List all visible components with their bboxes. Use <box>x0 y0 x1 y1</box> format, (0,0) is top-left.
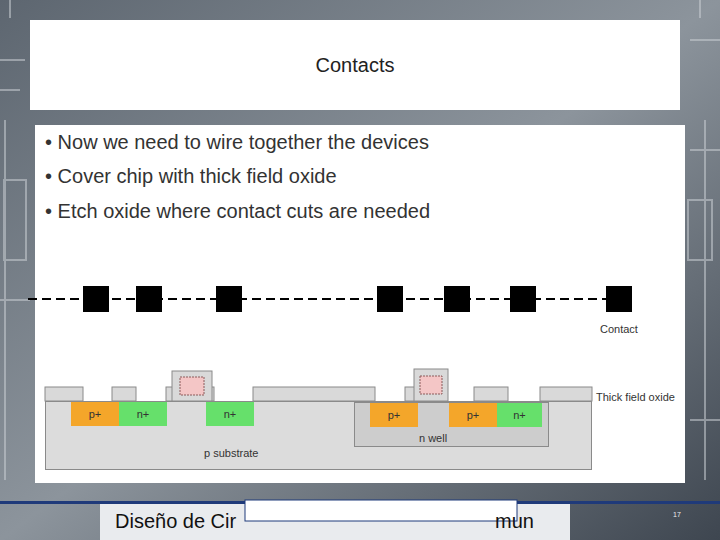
page-number: 17 <box>673 511 681 518</box>
footer-text: Diseño de Cir <box>115 510 236 533</box>
region-label: p+ <box>467 409 480 421</box>
legend-label: Thick field oxide <box>596 391 675 403</box>
content-panel: • Now we need to wire together the devic… <box>35 125 685 483</box>
n-diffusion: n+ <box>497 403 542 427</box>
region-label: p+ <box>388 409 401 421</box>
region-label: p+ <box>89 408 102 420</box>
region-label: n well <box>419 432 447 444</box>
p-diffusion: p+ <box>370 403 418 427</box>
legend-label: Contact <box>600 323 638 335</box>
title-panel: Contacts <box>30 20 680 110</box>
bullet-text: • Etch oxide where contact cuts are need… <box>45 200 430 223</box>
p-diffusion: p+ <box>71 402 119 426</box>
n-diffusion: n+ <box>206 402 254 426</box>
p-substrate: p substrate n well p+ p+ n+ p+ n+ n+ <box>45 401 592 470</box>
slide-title: Contacts <box>316 54 395 77</box>
bullet-text: • Now we need to wire together the devic… <box>45 131 429 154</box>
bullet-text: • Cover chip with thick field oxide <box>45 165 337 188</box>
region-label: n+ <box>513 409 526 421</box>
footer-text: mun <box>495 510 534 533</box>
region-label: n+ <box>224 408 237 420</box>
n-well: n well p+ p+ n+ <box>354 402 549 447</box>
region-label: p substrate <box>204 447 258 459</box>
n-diffusion: n+ <box>119 402 167 426</box>
p-diffusion: p+ <box>449 403 497 427</box>
region-label: n+ <box>137 408 150 420</box>
